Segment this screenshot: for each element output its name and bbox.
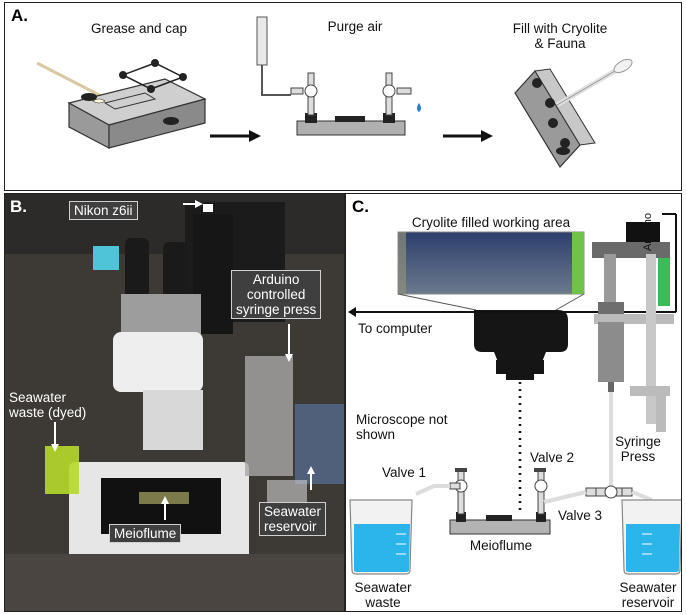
eyepiece-right <box>163 242 187 304</box>
panel-b-label: B. <box>10 197 27 216</box>
valve-2 <box>534 468 548 515</box>
valve-3-label: Valve 3 <box>558 508 603 523</box>
meioflume-label: Meioflume <box>469 538 533 553</box>
waste-photo-label: Seawater waste (dyed) <box>9 390 86 420</box>
step-grease-label: Grease and cap <box>90 21 188 36</box>
reservoir-beaker <box>621 499 681 575</box>
microscope-note: Microscope not shown <box>356 412 448 442</box>
arduino-press-line1: Arduino <box>252 272 300 287</box>
step-fill-line2: & Fauna <box>534 36 586 51</box>
working-area-label: Cryolite filled working area <box>411 215 571 230</box>
microscope-head <box>121 294 201 334</box>
step-purge-label: Purge air <box>327 19 383 34</box>
meioflume-photo-label: Meioflume <box>109 524 182 543</box>
panel-c: C. Cryolite filled working area Arduino … <box>345 193 682 612</box>
reservoir-line2: reservoir <box>621 595 675 610</box>
knob-a2 <box>163 117 179 125</box>
arrow-2 <box>443 130 493 142</box>
arduino-press-line3: syringe press <box>236 302 317 317</box>
valve-2-label: Valve 2 <box>530 450 575 465</box>
waste-line1: Seawater <box>354 580 412 595</box>
microscope-body <box>113 332 203 392</box>
valve-1 <box>449 468 468 515</box>
swab-stick <box>36 61 106 100</box>
reservoir-photo-label: Seawater reservoir <box>259 502 327 536</box>
arduino-label: Arduino <box>642 213 654 251</box>
reservoir-line1: Seawater <box>619 580 677 595</box>
step-fill-label: Fill with Cryolite & Fauna <box>480 21 640 51</box>
panel-b-photo: B. Nikon z6ii Arduino controlled syringe… <box>4 193 345 612</box>
valve-1-label: Valve 1 <box>382 465 427 480</box>
reservoir-photo-line1: Seawater <box>264 504 322 519</box>
valve-3 <box>585 485 633 499</box>
arrow-1 <box>210 130 261 142</box>
syringe-body <box>256 16 268 66</box>
panel-c-drawing <box>348 213 681 575</box>
eyepiece-left <box>125 238 149 298</box>
waste-photo-line2: waste (dyed) <box>9 405 87 420</box>
meioflume-body <box>449 519 551 535</box>
reservoir-photo-line2: reservoir <box>264 519 317 534</box>
flume-side-front <box>108 98 206 149</box>
waste-photo-line1: Seawater <box>9 390 67 405</box>
panel-c-label: C. <box>352 197 369 216</box>
to-computer-label: To computer <box>358 321 433 336</box>
arduino-box <box>626 222 660 244</box>
working-area-image <box>397 231 585 295</box>
purge-illustration <box>256 16 421 136</box>
fill-illustration <box>514 58 633 168</box>
syringe-press-line2: Press <box>620 449 656 464</box>
reservoir-label: Seawater reservoir <box>612 580 681 610</box>
waste-label: Seawater waste <box>348 580 418 610</box>
syringe-press-photo <box>245 356 293 476</box>
knob-a1 <box>81 93 97 101</box>
panel-a-label: A. <box>11 6 28 25</box>
flume-grease-illustration <box>36 59 207 149</box>
microscope-note-line1: Microscope not <box>356 412 448 427</box>
nikon-label: Nikon z6ii <box>69 201 138 220</box>
arduino-press-label: Arduino controlled syringe press <box>231 270 322 319</box>
syringe-press-line1: Syringe <box>615 434 661 449</box>
microscope-note-line2: shown <box>356 427 396 442</box>
sticky-note <box>93 246 119 270</box>
waste-beaker <box>349 499 413 575</box>
syringe-press-label: Syringe Press <box>608 434 668 464</box>
panel-a-drawing <box>36 16 633 168</box>
arduino-press-line2: controlled <box>246 287 306 302</box>
flume-channel <box>103 92 157 110</box>
waste-line2: waste <box>365 595 401 610</box>
shelf-boxes <box>295 404 344 484</box>
camera-shape <box>474 310 568 362</box>
waste-beaker-photo <box>45 446 79 494</box>
panel-a: A. Grease and cap Purge air Fill with Cr… <box>4 2 682 191</box>
step-fill-line1: Fill with Cryolite <box>512 21 608 36</box>
